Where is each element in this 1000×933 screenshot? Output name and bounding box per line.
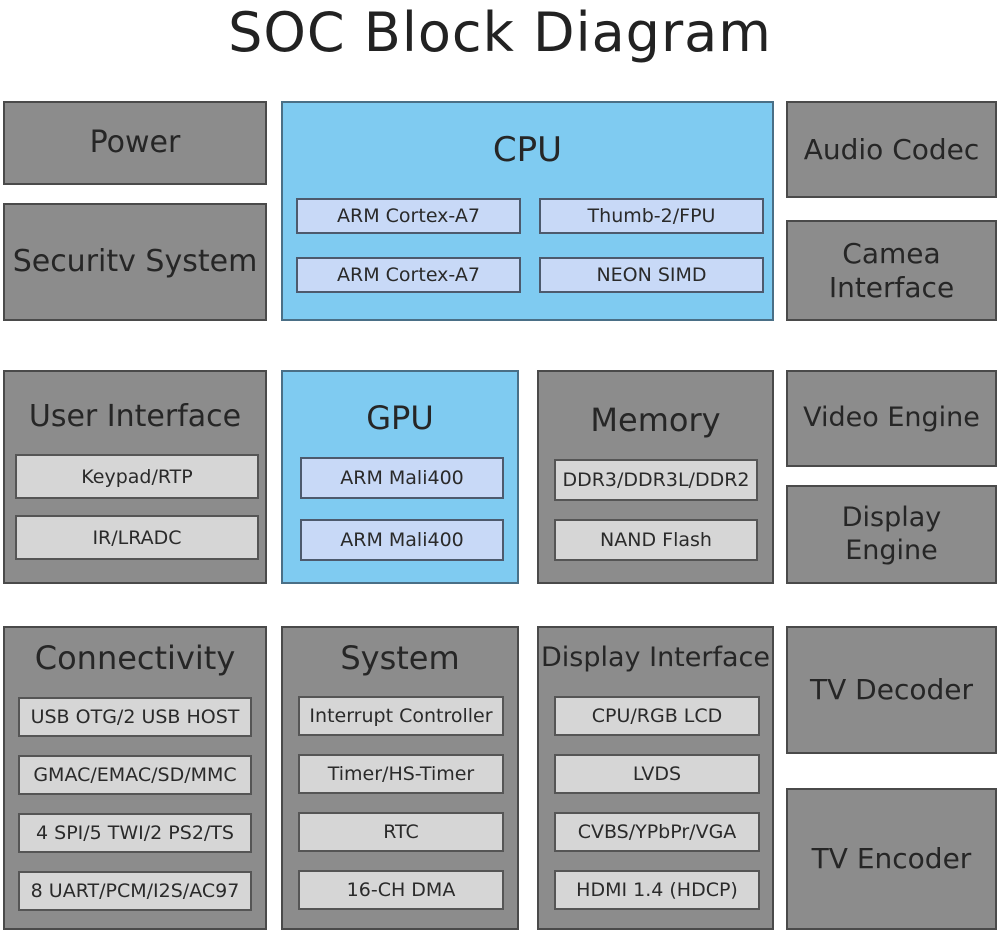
conn-usb: USB OTG/2 USB HOST — [18, 697, 252, 737]
sys-rtc: RTC — [298, 812, 504, 852]
audio-codec-label: Audio Codec — [803, 132, 980, 166]
cpu-thumb-fpu: Thumb-2/FPU — [539, 198, 764, 234]
sys-dma: 16-CH DMA — [298, 870, 504, 910]
cpu-core-1: ARM Cortex-A7 — [296, 198, 521, 234]
connectivity-label: Connectivity — [34, 639, 236, 677]
power-block: Power — [3, 101, 267, 185]
cpu-label: CPU — [492, 130, 563, 170]
conn-uart-pcm: 8 UART/PCM/I2S/AC97 — [18, 871, 252, 911]
video-engine-block: Video Engine — [786, 370, 997, 467]
sys-interrupt-controller: Interrupt Controller — [298, 696, 504, 736]
memory-ddr: DDR3/DDR3L/DDR2 — [554, 459, 758, 501]
diagram-title: SOC Block Diagram — [228, 1, 772, 64]
di-lvds: LVDS — [554, 754, 760, 794]
system-label: System — [340, 639, 460, 677]
cpu-neon-simd: NEON SIMD — [539, 257, 764, 293]
di-cvbs: CVBS/YPbPr/VGA — [554, 812, 760, 852]
gpu-label: GPU — [366, 399, 434, 437]
security-system-block: Securitv System — [3, 203, 267, 321]
display-engine-block: Display Engine — [786, 485, 997, 584]
audio-codec-block: Audio Codec — [786, 101, 997, 198]
security-system-label: Securitv System — [12, 244, 258, 279]
conn-spi-twi: 4 SPI/5 TWI/2 PS2/TS — [18, 813, 252, 853]
display-interface-block: Display Interface CPU/RGB LCD LVDS CVBS/… — [537, 626, 774, 930]
di-hdmi: HDMI 1.4 (HDCP) — [554, 870, 760, 910]
memory-block: Memory DDR3/DDR3L/DDR2 NAND Flash — [537, 370, 774, 584]
cpu-core-2: ARM Cortex-A7 — [296, 257, 521, 293]
user-interface-block: User Interface Keypad/RTP IR/LRADC — [3, 370, 267, 584]
gpu-block: GPU ARM Mali400 ARM Mali400 — [281, 370, 519, 584]
display-interface-label: Display Interface — [541, 642, 770, 673]
gpu-mali400-2: ARM Mali400 — [300, 519, 504, 561]
video-engine-label: Video Engine — [803, 402, 980, 434]
cpu-block: CPU ARM Cortex-A7 Thumb-2/FPU ARM Cortex… — [281, 101, 774, 321]
tv-encoder-block: TV Encoder — [786, 788, 997, 930]
tv-encoder-label: TV Encoder — [811, 842, 972, 876]
power-label: Power — [89, 125, 181, 160]
ui-keypad-rtp: Keypad/RTP — [15, 454, 259, 499]
user-interface-label: User Interface — [28, 399, 242, 434]
connectivity-block: Connectivity USB OTG/2 USB HOST GMAC/EMA… — [3, 626, 267, 930]
display-engine-label: Display Engine — [841, 502, 942, 566]
conn-gmac: GMAC/EMAC/SD/MMC — [18, 755, 252, 795]
ui-ir-lradc: IR/LRADC — [15, 515, 259, 560]
memory-nand-flash: NAND Flash — [554, 519, 758, 561]
tv-decoder-block: TV Decoder — [786, 626, 997, 754]
camera-interface-block: Camea Interface — [786, 220, 997, 321]
camera-interface-label: Camea Interface — [828, 236, 955, 304]
sys-timer: Timer/HS-Timer — [298, 754, 504, 794]
tv-decoder-label: TV Decoder — [810, 673, 973, 707]
di-cpu-rgb-lcd: CPU/RGB LCD — [554, 696, 760, 736]
system-block: System Interrupt Controller Timer/HS-Tim… — [281, 626, 519, 930]
memory-label: Memory — [590, 401, 721, 439]
gpu-mali400-1: ARM Mali400 — [300, 457, 504, 499]
